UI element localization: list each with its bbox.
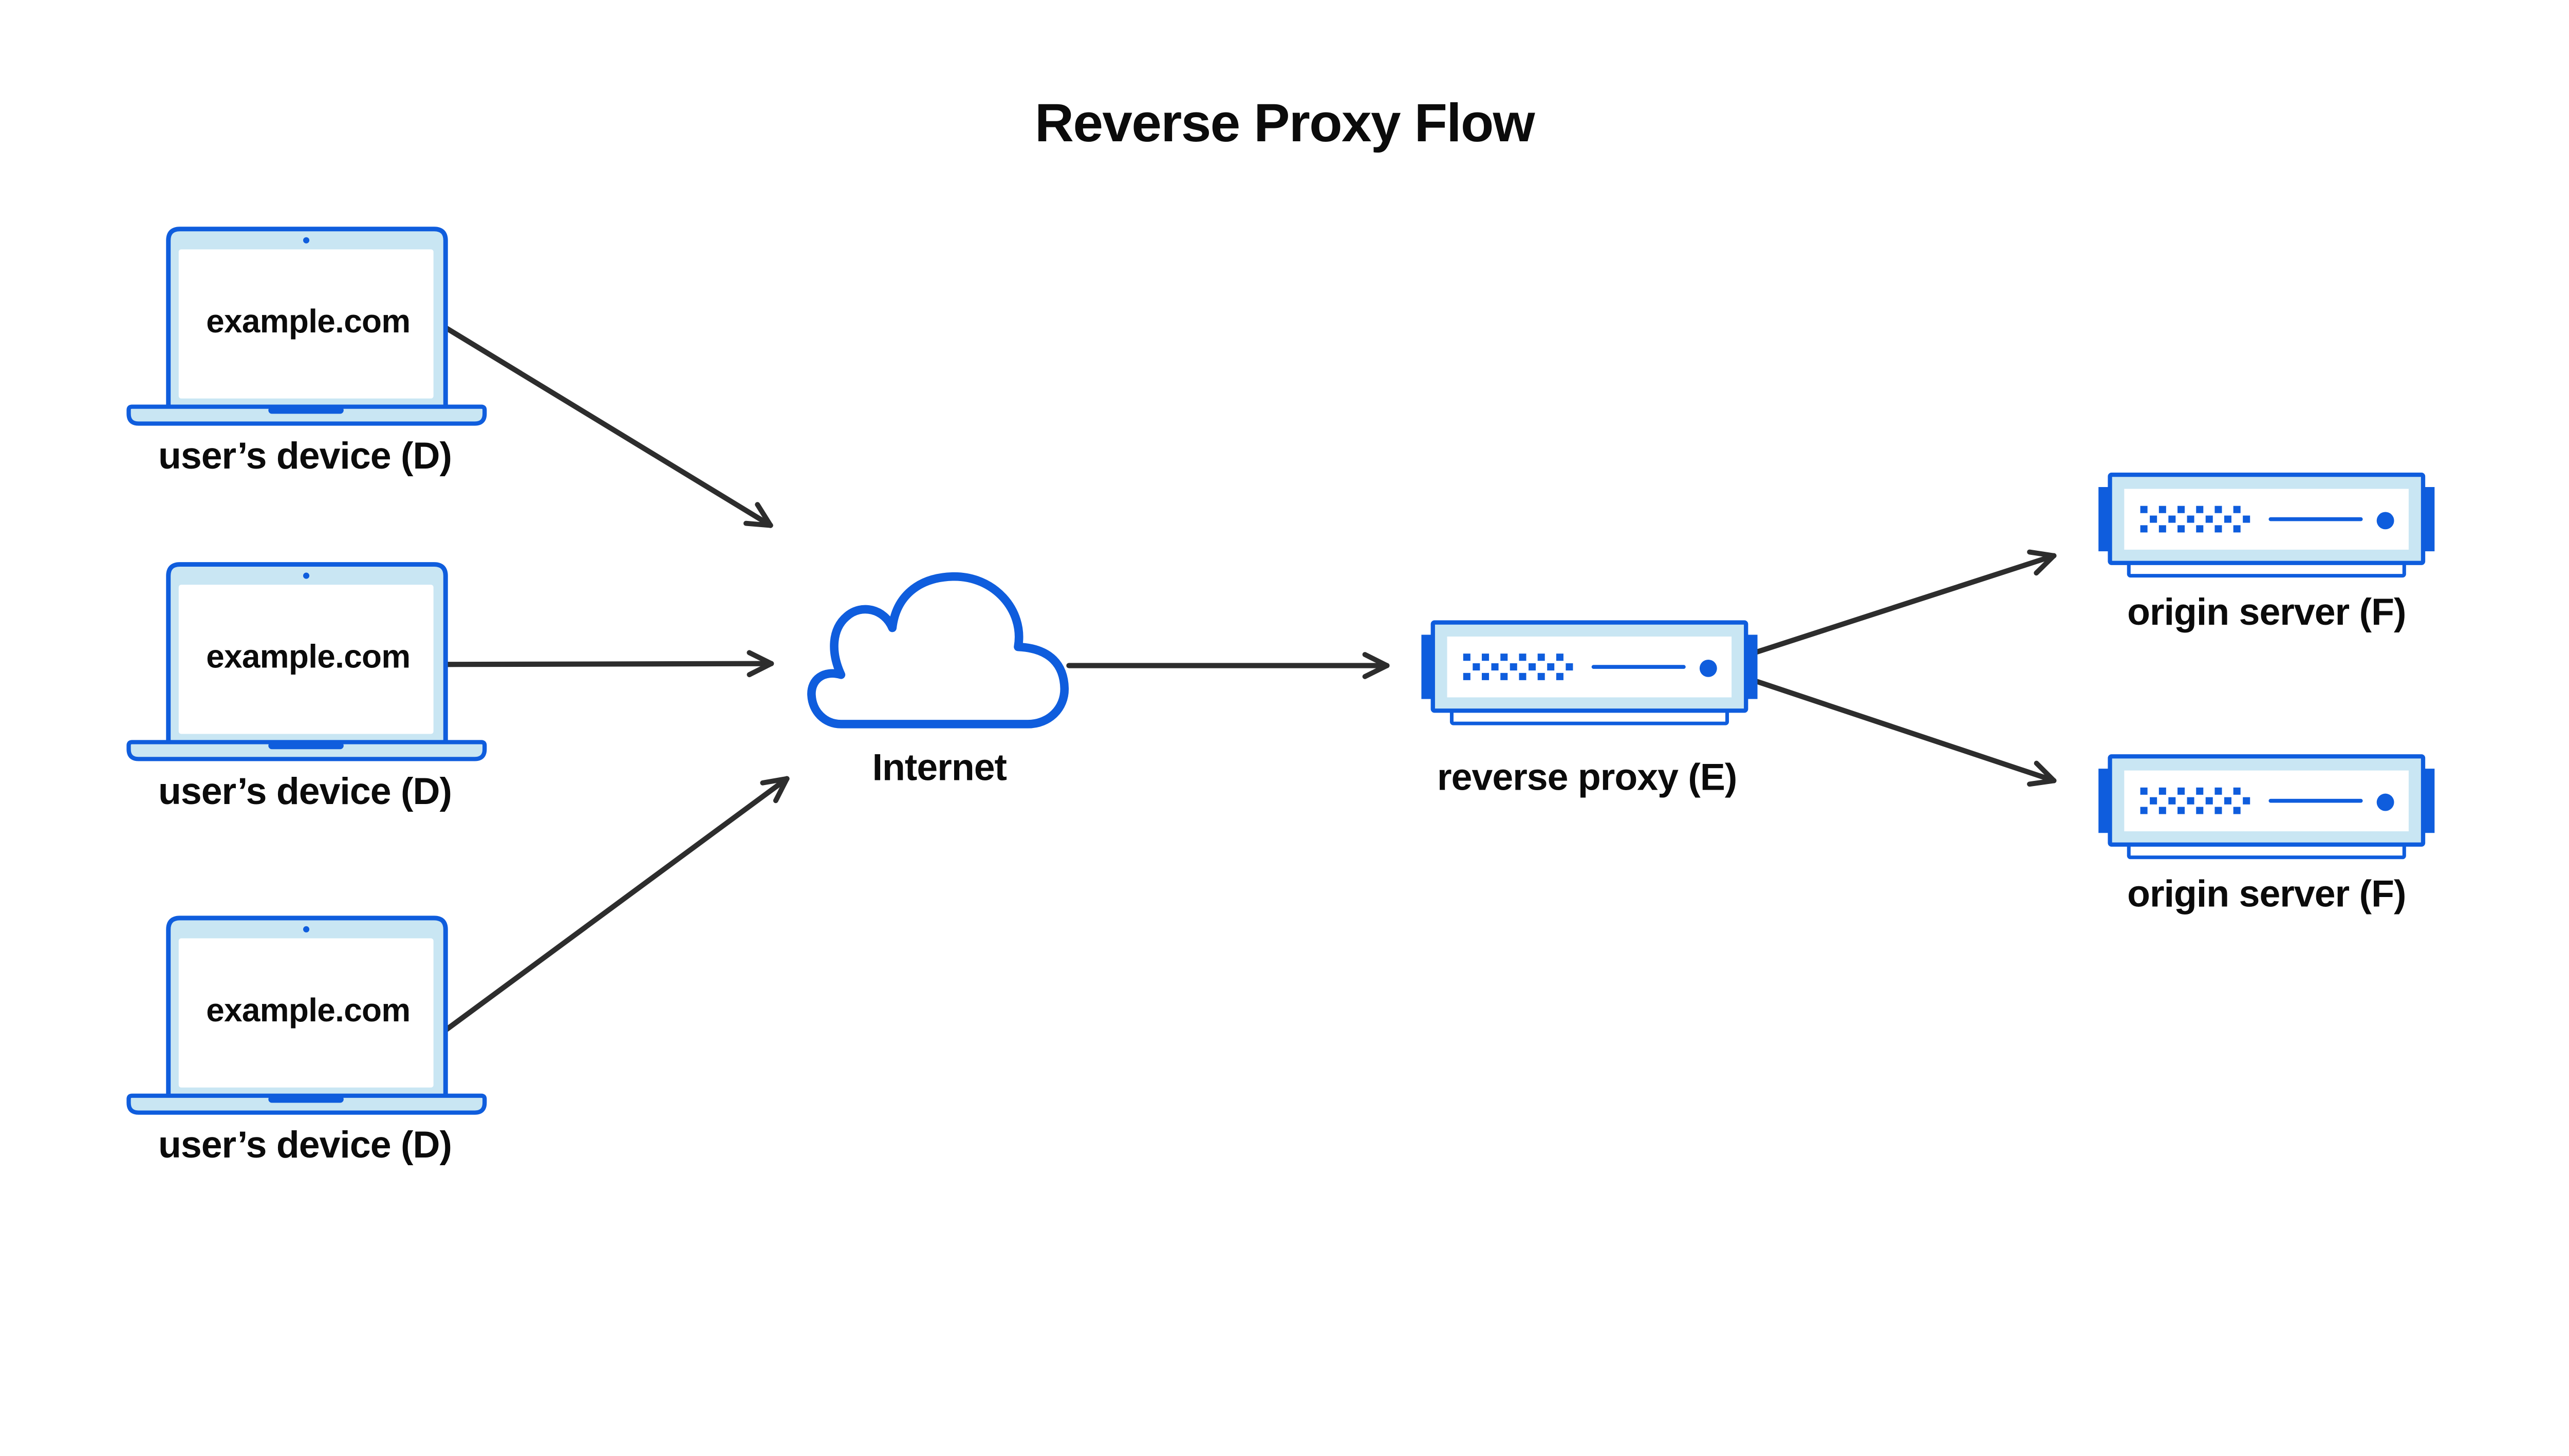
diagram-svg: Reverse Proxy Flow example.com user’s de…: [0, 93, 2569, 1166]
arrow-device2-to-internet: [444, 650, 774, 678]
user-device-1: example.com user’s device (D): [128, 229, 485, 477]
internet-label: Internet: [872, 746, 1007, 788]
arrow-proxy-to-origin2: [1754, 679, 2057, 787]
arrow-proxy-to-origin1: [1754, 549, 2057, 655]
reverse-proxy-flow-diagram: Reverse Proxy Flow example.com user’s de…: [0, 92, 2569, 1166]
origin-server-node-1: origin server (F): [2098, 475, 2434, 633]
origin-server-label: origin server (F): [2127, 872, 2406, 914]
server-icon: [1421, 623, 1757, 724]
device-screen-label: example.com: [206, 303, 410, 340]
server-icon: [2098, 475, 2434, 576]
internet-node: Internet: [807, 572, 1069, 788]
arrow-device1-to-internet: [443, 325, 773, 528]
reverse-proxy-node: reverse proxy (E): [1421, 623, 1757, 798]
server-icon: [2098, 756, 2434, 857]
flow-arrows: [441, 325, 2057, 1034]
user-device-2: example.com user’s device (D): [128, 565, 485, 812]
cloud-icon: [807, 572, 1069, 729]
origin-server-label: origin server (F): [2127, 591, 2406, 633]
device-caption: user’s device (D): [158, 770, 452, 812]
origin-server-node-2: origin server (F): [2098, 756, 2434, 914]
device-caption: user’s device (D): [158, 435, 452, 477]
device-screen-label: example.com: [206, 638, 410, 675]
user-device-3: example.com user’s device (D): [128, 918, 485, 1166]
reverse-proxy-label: reverse proxy (E): [1437, 756, 1737, 798]
arrow-device3-to-internet: [441, 776, 790, 1034]
device-caption: user’s device (D): [158, 1124, 452, 1166]
device-screen-label: example.com: [206, 992, 410, 1029]
page-title: Reverse Proxy Flow: [1035, 93, 1536, 153]
